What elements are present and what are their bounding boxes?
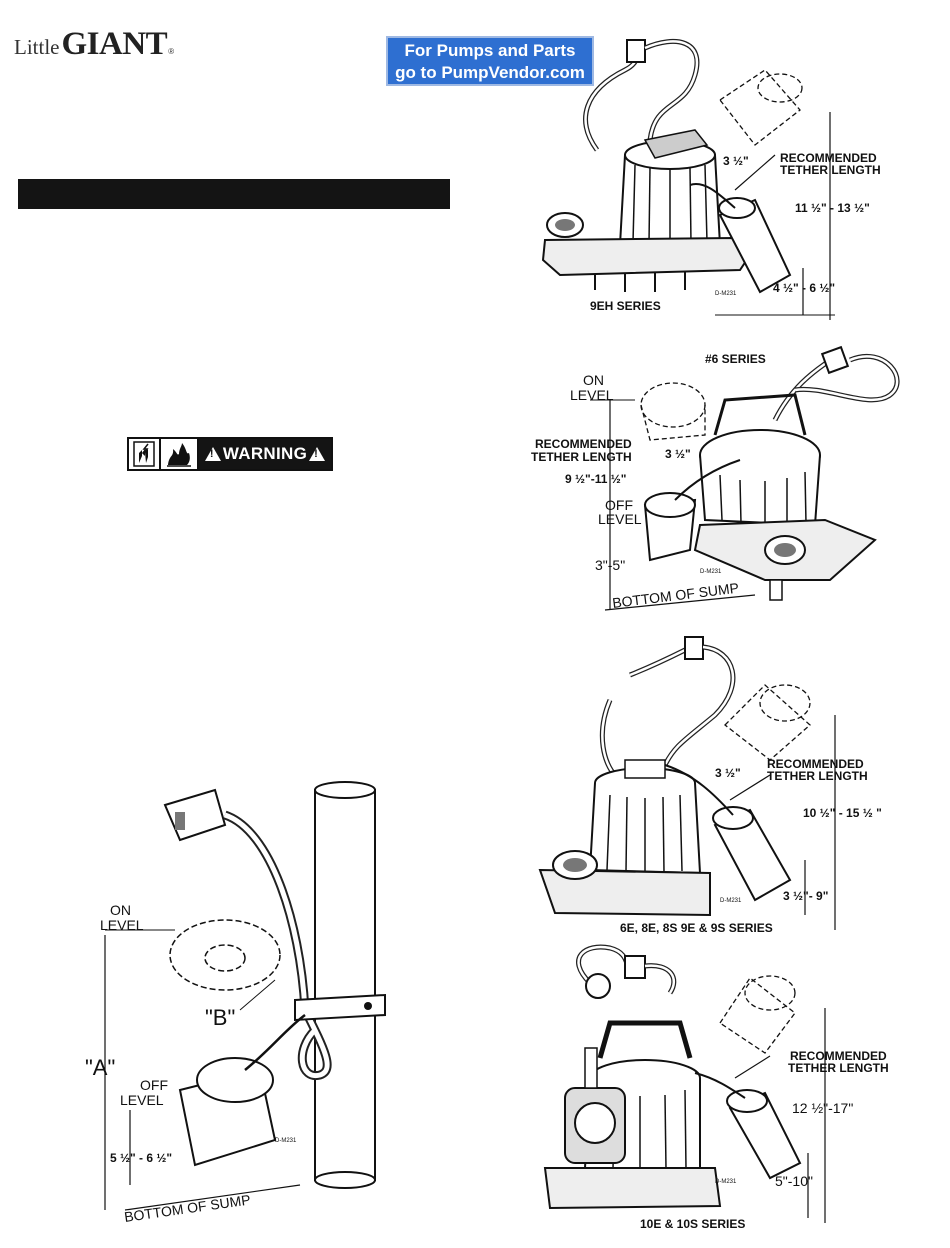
banner-line-1: For Pumps and Parts xyxy=(404,41,576,60)
dim-low: 3"-5" xyxy=(595,557,625,573)
recommended-label: RECOMMENDED xyxy=(535,437,632,451)
drawing-code: D-M231 xyxy=(700,569,722,575)
drawing-code: D-M231 xyxy=(715,291,737,297)
tether-length-label: TETHER LENGTH xyxy=(531,450,632,464)
off-level-label: LEVEL xyxy=(120,1092,164,1108)
recommended-label: RECOMMENDED xyxy=(780,151,877,165)
figure-6e-series: 3 ½" RECOMMENDED TETHER LENGTH 10 ½" - 1… xyxy=(538,636,882,935)
dim-short: 3 ½" xyxy=(723,154,749,168)
logo-little: Little xyxy=(14,35,60,59)
off-label: OFF xyxy=(605,497,633,513)
plug-icon xyxy=(820,345,850,375)
logo-registered: ® xyxy=(168,47,175,56)
alert-triangle-icon xyxy=(309,447,326,461)
level-label: LEVEL xyxy=(570,387,614,403)
dim-low: 4 ½" - 6 ½" xyxy=(773,281,835,295)
plug-icon xyxy=(626,39,646,63)
section-heading-bar xyxy=(18,179,450,209)
label-a: "A" xyxy=(85,1055,115,1080)
figure-caption: 10E & 10S SERIES xyxy=(640,1217,745,1231)
figure-6-series: #6 SERIES ON LEVEL RECOMMENDED TETHER LE… xyxy=(531,345,900,611)
warning-label: WARNING xyxy=(127,437,333,471)
pumpvendor-banner[interactable]: For Pumps and Parts go to PumpVendor.com xyxy=(386,36,594,86)
drawing-code: D-M231 xyxy=(715,1179,737,1185)
dim-range: 10 ½" - 15 ½ " xyxy=(803,806,882,820)
recommended-label: RECOMMENDED xyxy=(790,1049,887,1063)
drawing-code: D-M231 xyxy=(720,898,742,904)
series-title: #6 SERIES xyxy=(705,352,766,366)
on-label: ON xyxy=(583,372,604,388)
dim-low: 5 ½" - 6 ½" xyxy=(110,1151,172,1165)
figure-pipe-mount: ON LEVEL "B" "A" OFF LEVEL 5 ½" - 6 ½" D… xyxy=(85,781,386,1225)
warning-text: WARNING xyxy=(222,444,308,463)
figure-10e-series: RECOMMENDED TETHER LENGTH 12 ½"-17" 5"-1… xyxy=(543,944,889,1231)
fire-hazard-icon xyxy=(161,439,199,469)
plug-icon xyxy=(624,955,646,979)
little-giant-logo: Little GIANT ® xyxy=(14,26,174,66)
warning-signal-word: WARNING xyxy=(199,439,331,469)
alert-triangle-icon xyxy=(204,447,221,461)
bottom-of-sump-label: BOTTOM OF SUMP xyxy=(123,1191,251,1225)
on-label: ON xyxy=(110,902,131,918)
level-label: LEVEL xyxy=(100,917,144,933)
dim-low: 5"-10" xyxy=(775,1173,813,1189)
drawing-code: D-M231 xyxy=(275,1138,297,1144)
tether-length-label: TETHER LENGTH xyxy=(780,163,881,177)
dim-low: 3 ½"- 9" xyxy=(783,889,828,903)
plug-icon xyxy=(163,788,227,842)
dim-range: 11 ½" - 13 ½" xyxy=(795,201,870,215)
banner-line-2: go to PumpVendor.com xyxy=(395,63,585,82)
dim-short: 3 ½" xyxy=(715,766,741,780)
shock-hazard-icon xyxy=(129,439,161,469)
bottom-of-sump-label: BOTTOM OF SUMP xyxy=(611,580,739,611)
dim-range: 9 ½"-11 ½" xyxy=(565,472,626,486)
figure-caption: 6E, 8E, 8S 9E & 9S SERIES xyxy=(620,921,773,935)
label-b: "B" xyxy=(205,1005,235,1030)
tether-length-label: TETHER LENGTH xyxy=(788,1061,889,1075)
figure-caption: 9EH SERIES xyxy=(590,299,661,313)
off-level-label: LEVEL xyxy=(598,511,642,527)
plug-icon xyxy=(684,636,704,660)
dim-short: 3 ½" xyxy=(665,447,691,461)
off-label: OFF xyxy=(140,1077,168,1093)
figure-9eh-series: 3 ½" RECOMMENDED TETHER LENGTH 11 ½" - 1… xyxy=(541,38,881,320)
dim-range: 12 ½"-17" xyxy=(792,1100,853,1116)
tether-length-label: TETHER LENGTH xyxy=(767,769,868,783)
recommended-label: RECOMMENDED xyxy=(767,757,864,771)
logo-giant: GIANT xyxy=(61,26,168,62)
